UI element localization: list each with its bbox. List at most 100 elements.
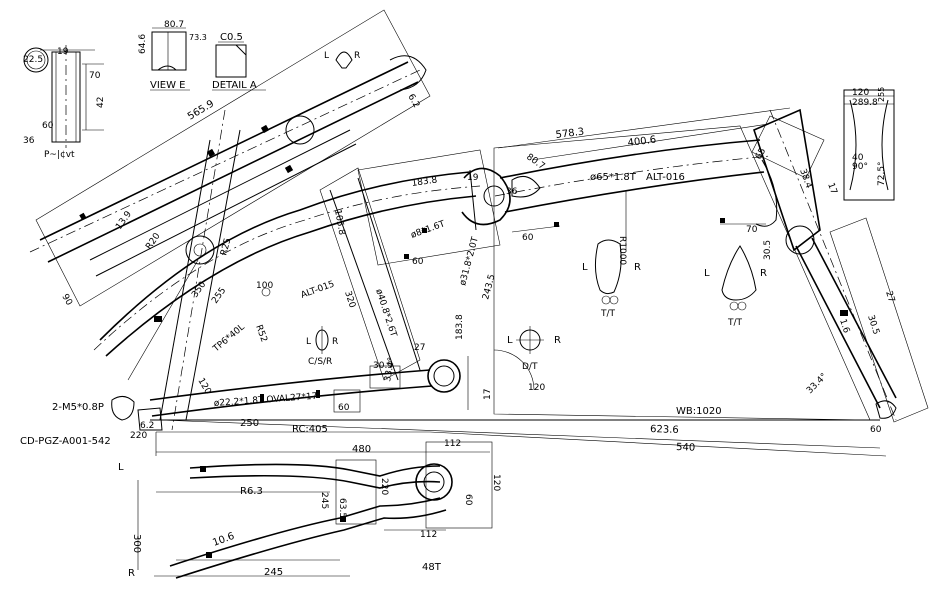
dim-73: 63.5 — [337, 498, 347, 518]
dim-d50: 120 — [852, 88, 869, 98]
dim-540: 540 — [676, 442, 695, 454]
tt2-l: L — [704, 268, 710, 279]
chainstay-spec: TP6*40L — [211, 322, 247, 354]
dim-d44-bb: 112 — [444, 439, 461, 449]
dim-183-8-text: 183.8 — [411, 175, 438, 189]
dim-565-9: 565.9 — [186, 98, 216, 122]
head-tube-section: 120 289.8 40 90° 255 72.5° — [843, 87, 895, 201]
dim-9-5: 72.5° — [877, 161, 887, 186]
brace-spec: ø8*1.6T — [410, 219, 447, 241]
chainstay-plan-view: L R R6.3 300 10.6 245 245 63.5 220 112 6… — [118, 439, 501, 579]
dim-68: 120 — [491, 474, 501, 491]
dim-27: 33.4° — [383, 357, 397, 383]
chainring-48t: 48T — [422, 562, 442, 573]
dim-d41: 40 — [852, 153, 864, 163]
dim-d34: 90° — [852, 162, 868, 172]
dim-1-6: 70 — [89, 71, 101, 81]
tt-section-1: L R T/T — [582, 239, 641, 319]
dim-243-5: 243.5 — [481, 273, 497, 300]
dim-120: 90 — [59, 293, 74, 308]
dim-r1000: R1000 — [617, 236, 627, 265]
dim-40: 80.7 — [164, 20, 184, 30]
dim-120-ht: 17 — [825, 182, 838, 196]
down-tube-spec: ø40.8*2.6T — [373, 288, 398, 339]
rear-center: RC:405 — [292, 424, 328, 435]
dim-38-4: 27 — [414, 343, 425, 353]
dim-63-5: 245 — [319, 492, 329, 509]
top-tube-spec: ø65*1.8T — [590, 172, 637, 183]
dim-13-9: R20 — [144, 231, 163, 251]
dim-73-3: 38.4 — [797, 168, 813, 191]
cs-r-label: C/S/R — [308, 357, 332, 367]
dim-32: 64.6 — [138, 34, 148, 54]
tt2-label: T/T — [727, 318, 743, 328]
dim-19-label: 19 — [467, 173, 479, 183]
dim-40-drop: 60 — [870, 425, 882, 435]
lower-l-label: L — [118, 462, 124, 473]
dim-70-text: 70 — [746, 225, 758, 235]
dim-578-3: 578.3 — [555, 127, 585, 141]
dim-90deg: 120 — [528, 383, 545, 393]
dim-d34-8: 36 — [23, 136, 35, 146]
dim-d38: 19 — [57, 47, 69, 57]
dim-100: 42 — [96, 97, 106, 108]
tt1-l: L — [582, 262, 588, 273]
cs-r: R — [332, 337, 338, 347]
dim-r20-drop: 6.2 — [140, 421, 154, 431]
seat-tube-spec: ø22.2*1.8T OVAL27*17 — [214, 392, 318, 409]
down-tube-label: ALT-015 — [300, 279, 336, 300]
dim-110: 183.8 — [455, 314, 465, 340]
dt-l: L — [507, 335, 513, 346]
view-e-detail: 80.7 64.6 73.3 VIEW E — [138, 20, 207, 91]
dim-d44: 289.8 — [852, 98, 878, 108]
dim-42a: R25 — [219, 237, 233, 257]
dim-120-cs: 300 — [131, 534, 142, 553]
cs-l: L — [306, 337, 311, 347]
top-keyhole-marker: L R — [324, 51, 360, 69]
dim-105-8: 105.8 — [332, 209, 346, 236]
dim-289-8: 27 — [883, 290, 896, 304]
detail-a: C0.5 DETAIL A — [212, 32, 266, 91]
detail-a-label: DETAIL A — [212, 80, 257, 91]
dim-r25: 1.6 — [837, 318, 851, 335]
dim-30-5: 60 — [338, 403, 350, 413]
tt1-r: R — [634, 262, 641, 273]
dim-45: 60 — [463, 494, 473, 506]
dim-220: 13.9 — [114, 209, 134, 231]
dim-72-5deg: 33.4° — [805, 372, 829, 396]
thread-note: 2-M5*0.8P — [52, 402, 104, 413]
dim-112-text: 112 — [420, 530, 437, 540]
dim-d31-6: 22.5 — [23, 55, 43, 65]
dim-245-text: 245 — [264, 567, 283, 578]
dim-480: 480 — [352, 444, 371, 455]
dim-17: 30.5 — [373, 361, 393, 371]
dt-section: L R D/T — [507, 326, 561, 372]
cs-r-section: L R C/S/R — [306, 326, 338, 367]
dim-255-fork: 30.5 — [865, 314, 881, 336]
dim-623-6: 623.6 — [650, 424, 679, 436]
tube-note: P~|¢vt — [44, 150, 75, 160]
detail-note-c05: C0.5 — [220, 32, 243, 43]
dim-220-cs: R6.3 — [240, 486, 263, 497]
view-e-label: VIEW E — [150, 80, 186, 91]
dim-60-a: 60 — [412, 257, 424, 267]
dim-65: 17 — [483, 389, 493, 400]
dim-r20: 6.2 — [405, 93, 421, 110]
dt-label: D/T — [522, 362, 538, 372]
dim-400-6: 400.6 — [627, 135, 657, 149]
dim-d19: 100 — [256, 281, 273, 291]
top-tube-label: ALT-016 — [646, 172, 685, 183]
dim-6-2: 60 — [42, 121, 54, 131]
lower-r-label: R — [128, 568, 135, 579]
tt2-r: R — [760, 268, 767, 279]
dim-5b: 255 — [877, 87, 886, 102]
kh-r: R — [354, 51, 360, 61]
dim-60-b-text: 60 — [522, 233, 534, 243]
tube-end-detail: 19 22.5 36 60 70 42 P~|¢vt — [23, 45, 106, 160]
tt-section-2: L R T/T — [704, 245, 767, 328]
dim-64-6: 65 — [754, 147, 768, 162]
dim-60-drop: 220 — [130, 431, 147, 441]
dim-255: 255 — [210, 286, 228, 306]
wheelbase: WB:1020 — [676, 406, 722, 417]
